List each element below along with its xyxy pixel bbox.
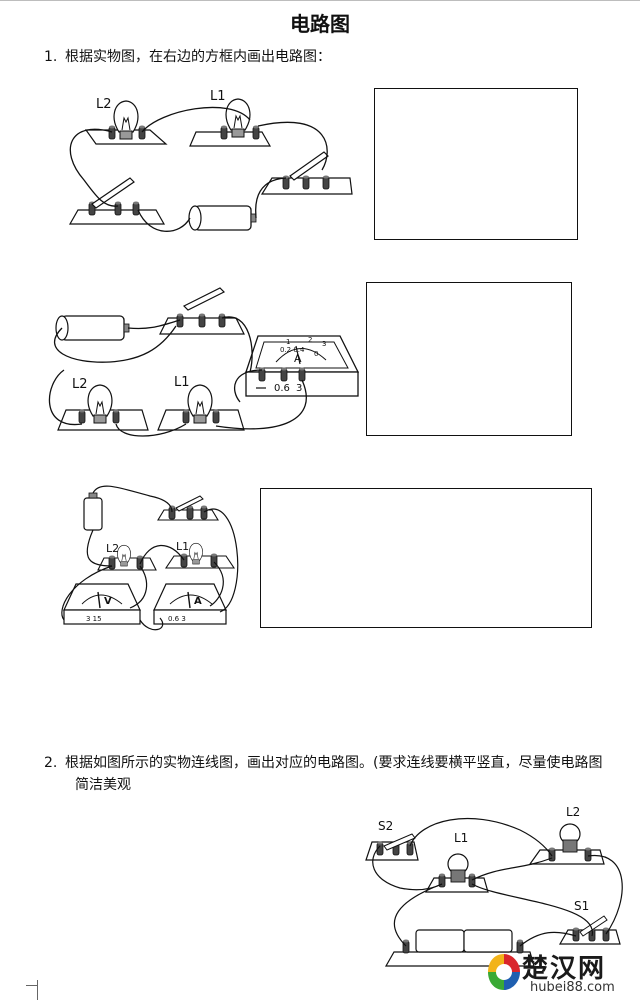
corner-mark-h bbox=[26, 985, 38, 986]
svg-text:2: 2 bbox=[308, 336, 312, 344]
top-edge bbox=[0, 0, 640, 1]
svg-text:V: V bbox=[104, 596, 112, 607]
answer-box-1[interactable] bbox=[374, 88, 578, 240]
site-name: 楚汉网 bbox=[522, 954, 607, 984]
question-1-number: 1. bbox=[44, 49, 58, 65]
fig4-battery-icon-2 bbox=[463, 929, 513, 953]
svg-text:L1: L1 bbox=[454, 831, 468, 845]
svg-text:L2: L2 bbox=[72, 377, 88, 392]
site-watermark: 楚汉网 hubei88.com bbox=[482, 946, 640, 1000]
question-1-text: 根据实物图，在右边的方框内画出电路图： bbox=[65, 49, 331, 65]
question-1: 1. 根据实物图，在右边的方框内画出电路图： bbox=[44, 46, 331, 68]
svg-text:0: 0 bbox=[314, 350, 318, 358]
svg-text:L2: L2 bbox=[106, 542, 119, 555]
figure-1-circuit: L2 L1 bbox=[68, 89, 353, 232]
question-2-text-continued: 简洁美观 bbox=[75, 777, 131, 793]
svg-text:3: 3 bbox=[296, 383, 302, 394]
svg-text:3 15: 3 15 bbox=[86, 615, 102, 623]
answer-box-2[interactable] bbox=[366, 282, 572, 436]
answer-box-3[interactable] bbox=[260, 488, 592, 628]
fig2-battery-icon bbox=[61, 315, 125, 341]
svg-text:A: A bbox=[194, 596, 202, 607]
question-2-number: 2. bbox=[44, 755, 58, 771]
svg-text:3: 3 bbox=[322, 340, 326, 348]
site-logo-icon bbox=[488, 954, 520, 990]
question-2: 2. 根据如图所示的实物连线图，画出对应的电路图。(要求连线要横平竖直，尽量使电路… bbox=[44, 752, 634, 796]
fig1-battery-icon bbox=[194, 205, 252, 231]
svg-text:S1: S1 bbox=[574, 899, 589, 913]
svg-text:0.6 3: 0.6 3 bbox=[168, 615, 186, 623]
svg-text:L2: L2 bbox=[566, 805, 580, 819]
svg-text:L1: L1 bbox=[174, 375, 190, 390]
svg-text:A: A bbox=[294, 352, 302, 365]
fig1-switch-blade bbox=[91, 177, 135, 209]
corner-mark bbox=[37, 980, 38, 1000]
svg-text:S2: S2 bbox=[378, 819, 393, 833]
svg-text:1: 1 bbox=[286, 338, 290, 346]
fig1-l1-bulb-icon bbox=[225, 98, 251, 138]
fig1-switch2-blade bbox=[289, 151, 329, 181]
svg-text:L1: L1 bbox=[176, 540, 189, 553]
fig1-l2-label: L2 bbox=[96, 97, 112, 112]
figure-3-circuit: L2 L1 V 3 15 A 0.6 3 bbox=[61, 485, 239, 631]
figure-2-circuit: 0.2 0.4 1 2 3 0 A 0.6 3 L2 L1 bbox=[48, 287, 360, 437]
site-url: hubei88.com bbox=[530, 980, 615, 995]
svg-text:0.2 0.4: 0.2 0.4 bbox=[280, 346, 305, 354]
question-2-text: 根据如图所示的实物连线图，画出对应的电路图。(要求连线要横平竖直，尽量使电路图 bbox=[65, 755, 603, 771]
fig2-switch-blade bbox=[182, 287, 226, 311]
fig4-battery-icon-1 bbox=[415, 929, 465, 953]
svg-text:0.6: 0.6 bbox=[274, 383, 290, 394]
figure-4-circuit: S2 L1 L2 S1 bbox=[365, 805, 623, 967]
page-title: 电路图 bbox=[290, 12, 350, 36]
fig1-l1-label: L1 bbox=[210, 89, 226, 104]
fig3-battery-icon bbox=[83, 497, 103, 531]
